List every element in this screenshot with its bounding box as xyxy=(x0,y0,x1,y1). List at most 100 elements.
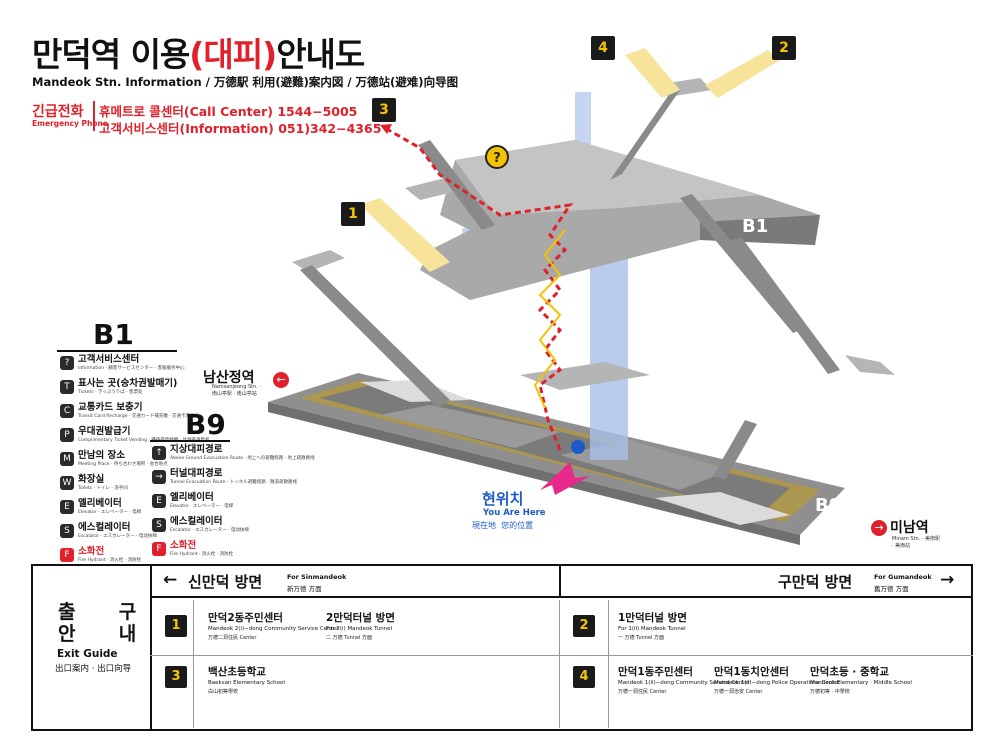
legend-b1-title: B1 xyxy=(93,318,134,351)
exit-1-dest-b: 2만덕터널 방면 xyxy=(326,612,395,624)
exit-2-dest-a-cn: 一 万德 Tunnel 方面 xyxy=(618,635,665,641)
exit-4-dest-c-cn: 万德初等 · 中學校 xyxy=(810,689,850,695)
legend-label: 터널대피경로 xyxy=(170,468,223,479)
title-part: 안내도 xyxy=(276,35,365,74)
exit-4-dest-b-en: Mandeok 1(il)−dong Police Operations Cen… xyxy=(714,680,841,686)
train xyxy=(655,492,790,525)
direction-sinmandeok-cn: 新万德 方面 xyxy=(287,585,322,593)
right-arrow-icon: → xyxy=(940,570,955,590)
you-are-here-en: You Are Here xyxy=(483,508,546,518)
legend-sublabel: Toilets · トイレ · 洗手间 xyxy=(78,486,128,491)
exit-4-dest-b-cn: 万德一洞治安 Center xyxy=(714,689,763,695)
legend-icon: W xyxy=(60,476,74,490)
legend-label: 표사는 곳(승차권발매기) xyxy=(78,378,178,389)
legend-icon: F xyxy=(60,548,74,562)
legend-sublabel: Tunnel Evacuation Route · トンネル避難経路 · 隧道疏… xyxy=(170,480,298,485)
title-evac-part: (대피) xyxy=(189,35,277,74)
divider xyxy=(193,600,194,728)
call-center-number: 휴메트로 콜센터(Call Center) 1544−5005 xyxy=(99,104,358,119)
legend-label: 교통카드 보충기 xyxy=(78,402,143,413)
divider xyxy=(150,596,973,598)
legend-sublabel: Meeting Place · 待ち合わせ場所 · 会合地点 xyxy=(78,462,168,467)
legend-label: 에스컬레이터 xyxy=(170,516,223,527)
level-b9-label: B9 xyxy=(815,495,842,516)
exit-4-beam xyxy=(625,48,680,98)
left-arrow-icon: ← xyxy=(273,372,289,388)
legend-label: 에스컬레이터 xyxy=(78,522,131,533)
legend-text: 표사는 곳(승차권발매기)Tickets · きっぷうりば · 售票处 xyxy=(78,378,177,396)
left-arrow-icon: ← xyxy=(163,570,178,590)
you-are-here-cn: 現在地 您的位置 xyxy=(472,521,534,530)
legend-sublabel: Complimentary Ticket Vending · 優待券発給機 · … xyxy=(78,438,210,443)
level-b1-label: B1 xyxy=(742,216,769,237)
you-are-here-marker xyxy=(571,440,585,454)
you-are-here-arrow xyxy=(540,462,590,495)
divider xyxy=(559,564,561,596)
legend-label: 엘리베이터 xyxy=(78,498,122,509)
landing xyxy=(845,355,895,375)
legend-label: 엘리베이터 xyxy=(170,492,214,503)
legend-sublabel: Elevator · エレベーター · 电梯 xyxy=(170,504,234,509)
divider xyxy=(93,101,95,131)
legend-icon: C xyxy=(60,404,74,418)
evacuation-route xyxy=(384,126,574,451)
legend-sublabel: Fire Hydrant · 消火栓 · 消防栓 xyxy=(170,552,234,557)
exit-1-number: 1 xyxy=(165,615,187,637)
exit-1-dest-a-cn: 万德二洞住民 Center xyxy=(208,635,257,641)
page-title: 만덕역 이용(대피)안내도 xyxy=(32,28,365,76)
you-are-here-kr: 현위치 xyxy=(482,490,524,508)
exit-4-dest-a-en: Mandeok 1(il)−dong Community Service Cen… xyxy=(618,680,750,686)
escalator xyxy=(713,420,757,480)
exit-3-dest-a: 백산초등학교 xyxy=(208,666,266,678)
exit-guide-panel xyxy=(31,564,973,731)
escalator xyxy=(680,194,805,333)
legend-label: 고객서비스센터 xyxy=(78,354,140,365)
exit-3-dest-a-cn: 白山初等學校 xyxy=(208,689,239,695)
exit-1-dest-b-en: For 2(i) Mandeok Tunnel xyxy=(326,626,393,632)
direction-gumandeok-en: For Gumandeok xyxy=(874,573,932,581)
legend-b9-title: B9 xyxy=(185,408,226,441)
divider xyxy=(608,600,609,728)
b9-platform-block xyxy=(380,405,560,448)
b1-concourse-top xyxy=(455,140,760,215)
escalator xyxy=(610,90,680,180)
namsanjeong-station-sub: Namsanjeong Stn. · 南山亭駅 · 南山亭站 xyxy=(212,384,262,397)
legend-label: 만남의 장소 xyxy=(78,450,126,461)
legend-icon: ? xyxy=(60,356,74,370)
svg-text:?: ? xyxy=(493,151,501,166)
exit-1-dest-a: 만덕2동주민센터 xyxy=(208,612,283,624)
legend-sublabel: Tickets · きっぷうりば · 售票处 xyxy=(78,390,143,395)
minam-station-label: 미남역 xyxy=(890,520,929,536)
exit-1-beam xyxy=(360,198,450,272)
exit-guide-title-kr: 출 구 xyxy=(58,601,147,623)
information-icon xyxy=(485,145,509,169)
exit-guide-title-cn: 出口案内 · 出口向导 xyxy=(55,664,132,674)
emergency-phone-label: 긴급전화 xyxy=(32,104,84,120)
legend-sublabel: Elevator · エレベーター · 电梯 xyxy=(78,510,142,515)
legend-sublabel: Information · 顧客サービスセンター · 客服服务中心 xyxy=(78,366,185,371)
legend-icon: P xyxy=(60,428,74,442)
divider xyxy=(57,350,177,352)
legend-icon: E xyxy=(60,500,74,514)
legend-icon: E xyxy=(152,494,166,508)
legend-sublabel: Above Ground Evacuation Route · 地上への避難経路… xyxy=(170,456,315,461)
exit-1-marker: 1 xyxy=(341,202,365,226)
legend-icon: F xyxy=(152,542,166,556)
